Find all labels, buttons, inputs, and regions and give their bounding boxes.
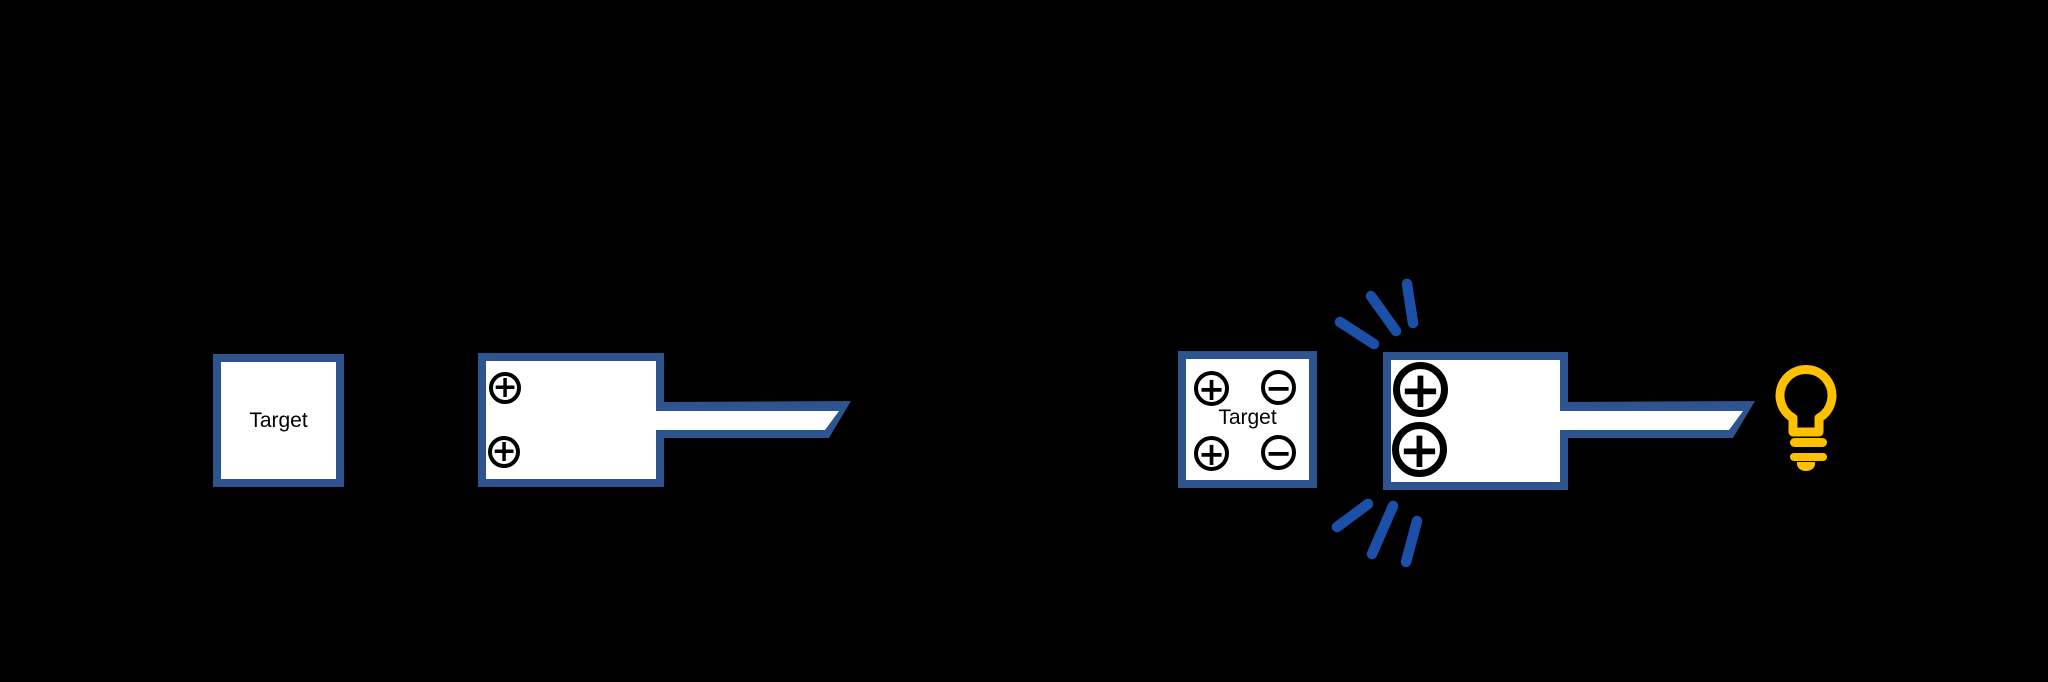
charge-positive-icon: +	[1194, 371, 1229, 406]
charge-positive-icon: +	[489, 372, 521, 404]
target-label: Target	[1218, 406, 1277, 429]
charge-negative-icon: −	[1261, 370, 1296, 405]
pointer-wand-icon	[656, 401, 851, 438]
charge-positive-icon: +	[1194, 436, 1229, 471]
sensor-box: + +	[478, 353, 664, 487]
target-box: Target	[213, 354, 344, 487]
charge-positive-icon: +	[488, 436, 520, 468]
lightbulb-icon	[1775, 365, 1837, 471]
charge-positive-icon: +	[1393, 362, 1448, 417]
charge-positive-icon: +	[1392, 422, 1447, 477]
charge-negative-icon: −	[1261, 435, 1296, 470]
contact-spark-icon	[1331, 278, 1423, 568]
pointer-wand-icon	[1560, 401, 1755, 438]
sensor-box: + +	[1383, 352, 1568, 490]
target-box: + − + − Target	[1178, 351, 1317, 488]
target-label: Target	[249, 409, 308, 432]
